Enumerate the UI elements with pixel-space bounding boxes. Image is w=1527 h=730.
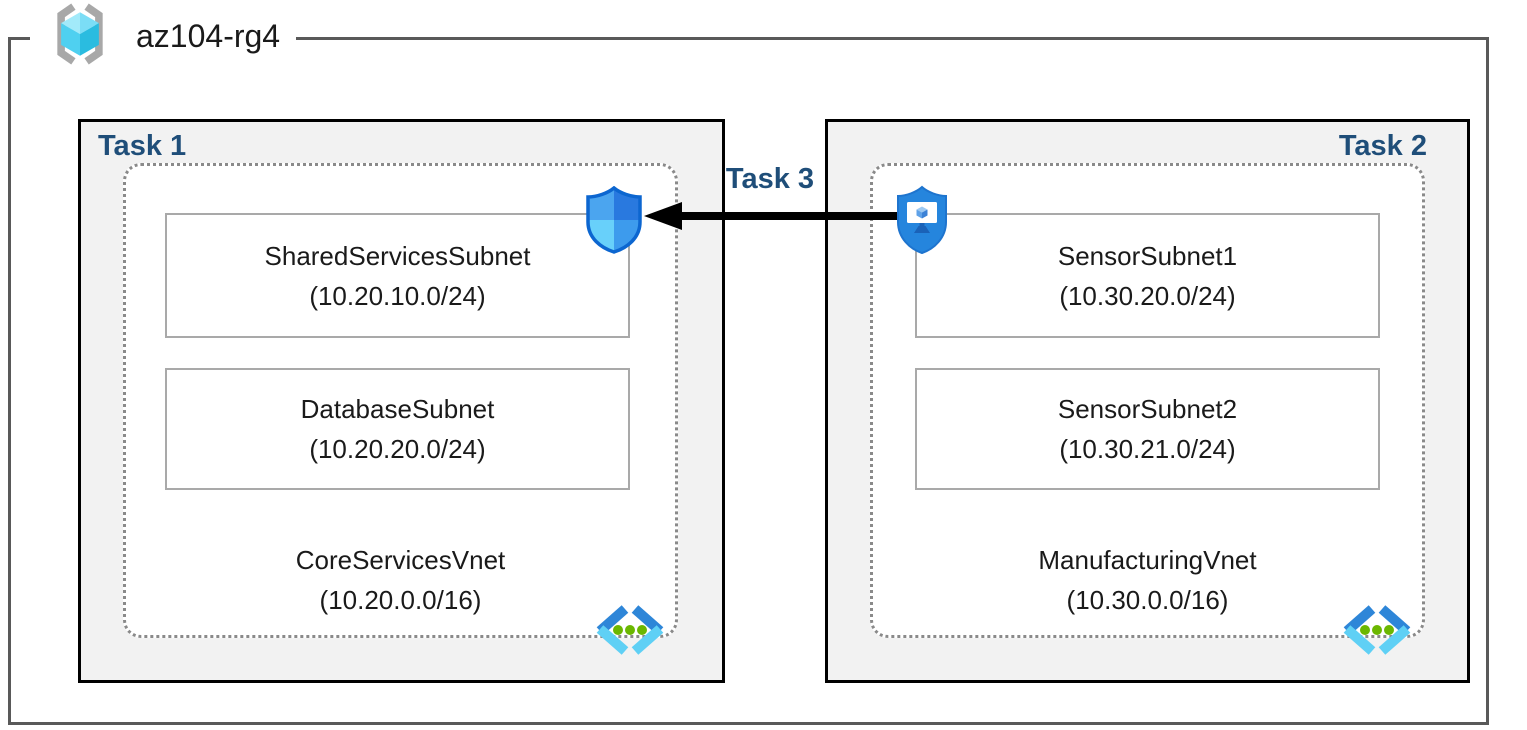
shared-services-subnet-box: SharedServicesSubnet (10.20.10.0/24) [165, 213, 630, 338]
task1-label: Task 1 [98, 130, 187, 162]
virtual-network-icon [592, 604, 668, 661]
virtual-network-icon [1339, 604, 1415, 661]
vnet-name: ManufacturingVnet [1038, 545, 1257, 575]
vnet-cidr: (10.20.0.0/16) [319, 585, 482, 615]
vnet-name: CoreServicesVnet [295, 545, 506, 575]
subnet-cidr: (10.30.20.0/24) [1059, 280, 1236, 311]
subnet-name: SensorSubnet2 [1057, 394, 1238, 424]
resource-group-icon [46, 0, 114, 73]
subnet-cidr: (10.20.20.0/24) [309, 434, 486, 464]
vnet-cidr: (10.30.0.0/16) [1066, 585, 1229, 615]
subnet-name: SharedServicesSubnet [264, 240, 531, 271]
database-subnet-box: DatabaseSubnet (10.20.20.0/24) [165, 368, 630, 490]
peering-arrow [640, 200, 898, 237]
subnet-name: DatabaseSubnet [300, 394, 495, 424]
manufacturing-vnet-label: ManufacturingVnet (10.30.0.0/16) [870, 540, 1425, 620]
bastion-icon [895, 185, 949, 260]
task2-label: Task 2 [1338, 130, 1427, 162]
network-security-group-icon [584, 185, 644, 259]
resource-group-border [8, 37, 1489, 725]
core-services-vnet-label: CoreServicesVnet (10.20.0.0/16) [123, 540, 678, 620]
subnet-cidr: (10.30.21.0/24) [1059, 434, 1236, 464]
sensor-subnet1-box: SensorSubnet1 (10.30.20.0/24) [915, 213, 1380, 338]
resource-group-name: az104-rg4 [136, 17, 281, 54]
subnet-cidr: (10.20.10.0/24) [309, 280, 486, 311]
resource-group-header: az104-rg4 [30, 0, 297, 73]
task3-label: Task 3 [725, 163, 815, 195]
subnet-name: SensorSubnet1 [1057, 240, 1238, 271]
sensor-subnet2-box: SensorSubnet2 (10.30.21.0/24) [915, 368, 1380, 490]
